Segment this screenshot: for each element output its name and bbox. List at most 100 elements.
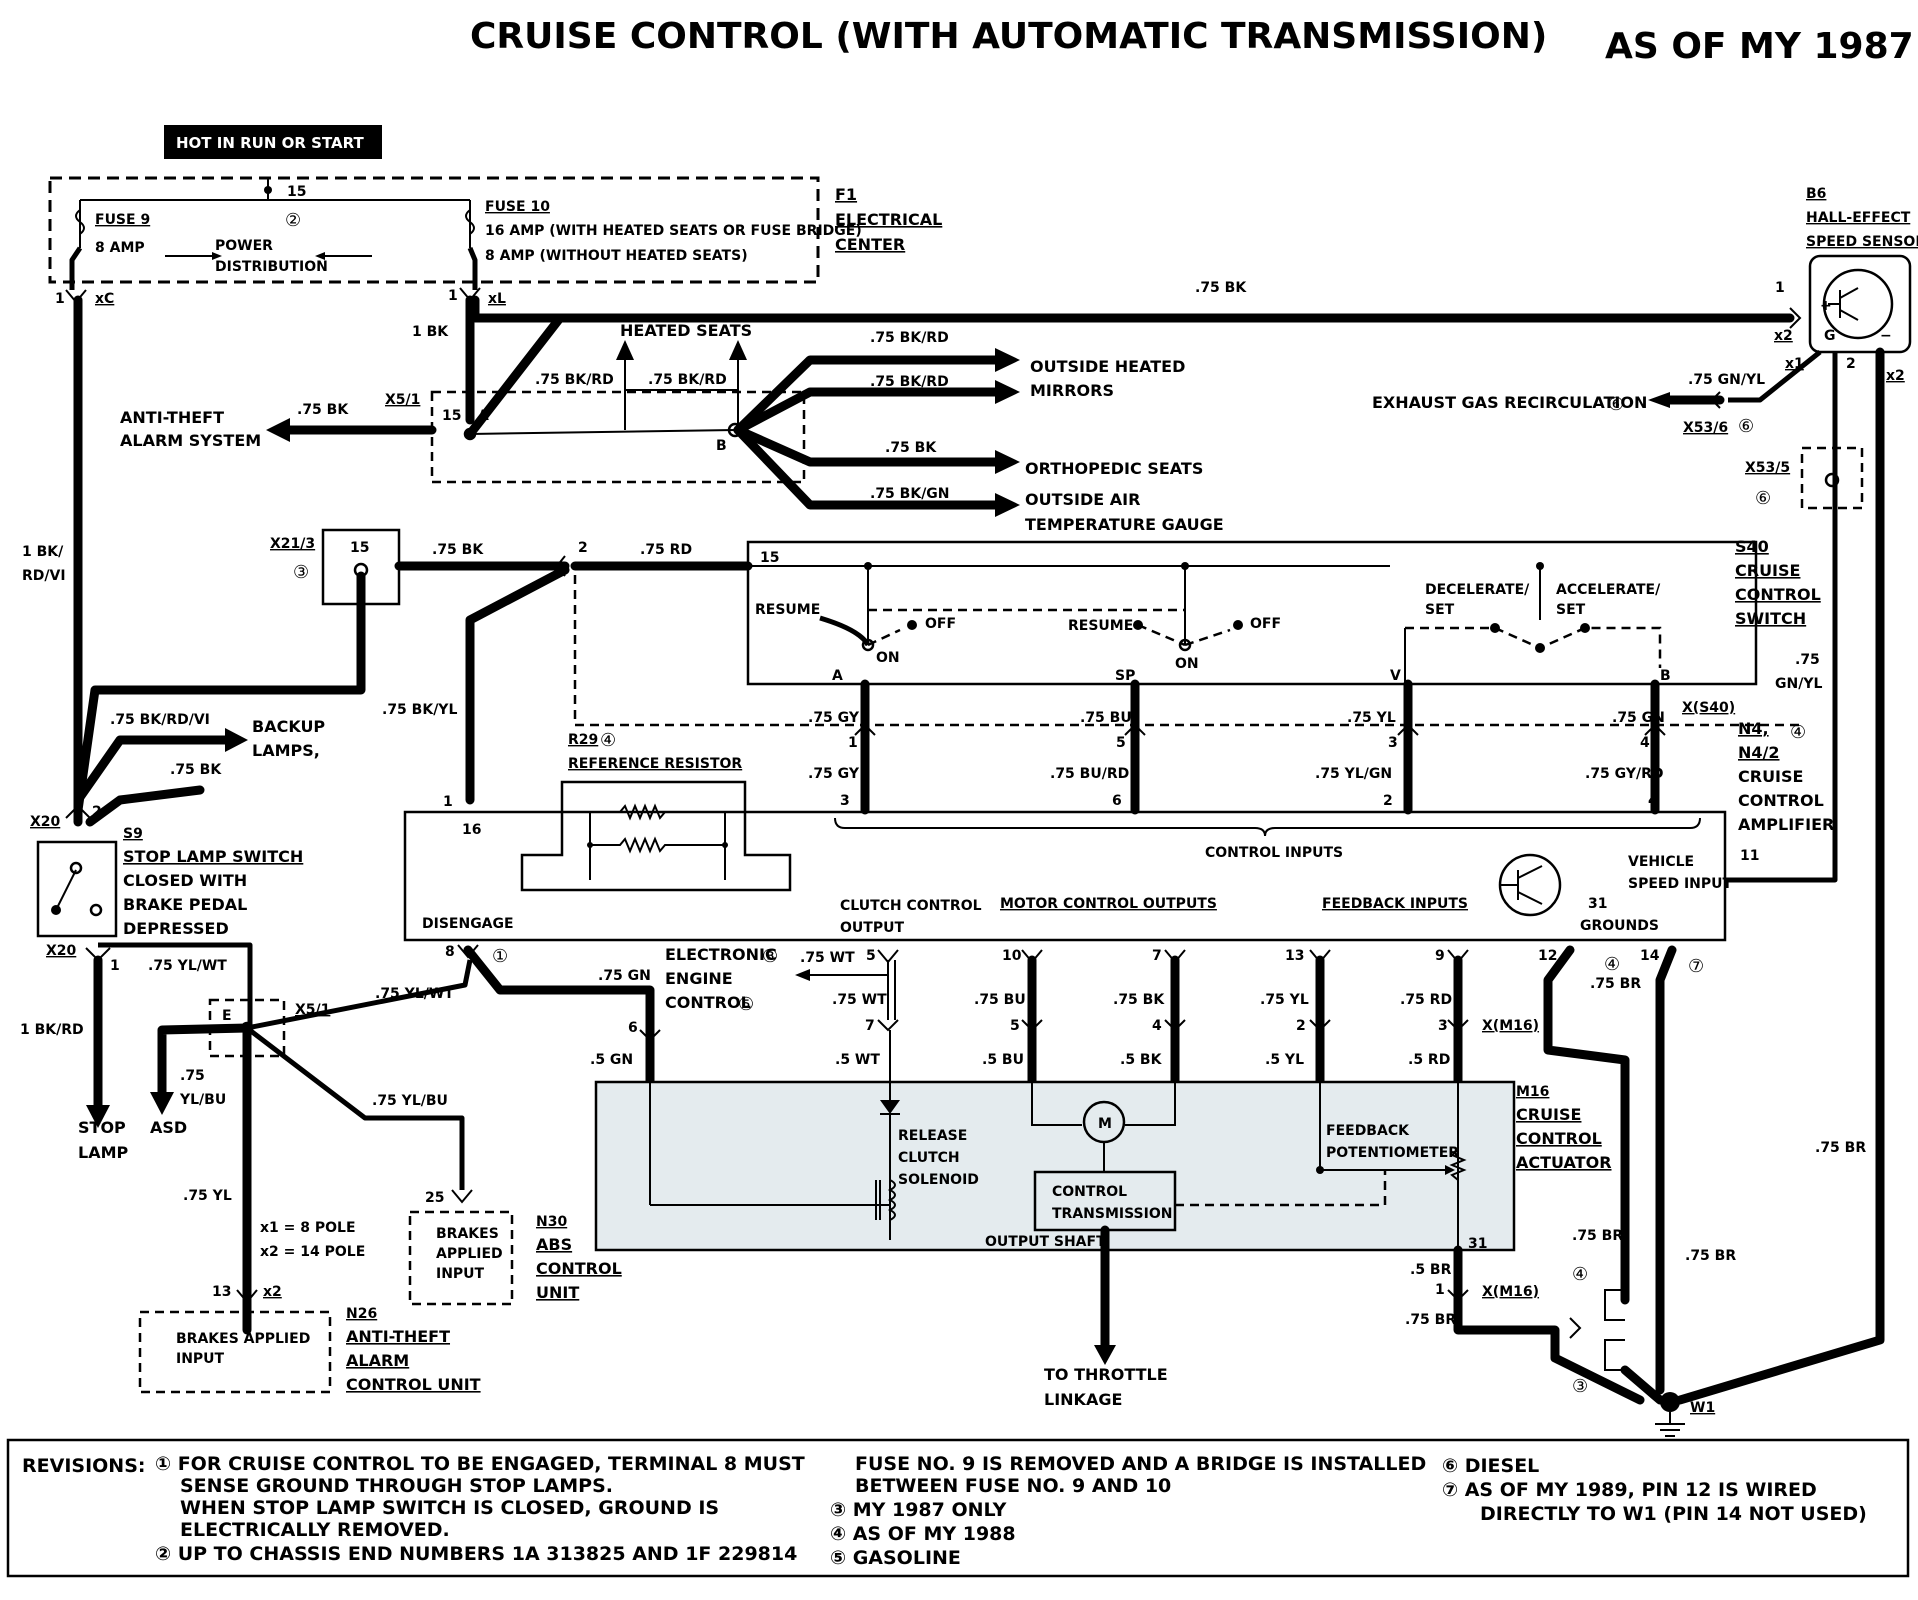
wire-yl-wt xyxy=(98,942,253,1025)
wire-speed-signal xyxy=(1748,352,1838,883)
svg-text:BRAKE PEDAL: BRAKE PEDAL xyxy=(123,895,247,914)
svg-text:BRAKES: BRAKES xyxy=(436,1226,499,1242)
svg-text:2: 2 xyxy=(1296,1018,1306,1034)
svg-text:ON: ON xyxy=(876,650,900,666)
svg-text:.75 GN/YL: .75 GN/YL xyxy=(1688,372,1765,388)
revisions-heading: REVISIONS: xyxy=(22,1455,145,1477)
svg-text:.75 BK/RD: .75 BK/RD xyxy=(535,372,614,388)
svg-text:⑦ AS OF MY 1989, PIN 12 IS WIR: ⑦ AS OF MY 1989, PIN 12 IS WIRED xyxy=(1442,1479,1817,1501)
svg-text:④: ④ xyxy=(1604,954,1620,975)
svg-text:12: 12 xyxy=(1538,948,1557,964)
fuse-9-label: FUSE 9 xyxy=(95,212,150,228)
solenoid-coil-icon xyxy=(887,1179,896,1221)
svg-text:FEEDBACK: FEEDBACK xyxy=(1326,1123,1410,1139)
svg-text:CLUTCH CONTROL: CLUTCH CONTROL xyxy=(840,898,982,914)
fuse-10-icon xyxy=(465,209,475,235)
svg-text:X20: X20 xyxy=(30,814,61,830)
svg-text:YL/BU: YL/BU xyxy=(179,1092,226,1108)
svg-text:.5 YL: .5 YL xyxy=(1265,1052,1304,1068)
svg-text:OFF: OFF xyxy=(1250,616,1281,632)
svg-text:x2: x2 xyxy=(263,1284,282,1300)
wire-bk-yl xyxy=(465,565,570,805)
svg-text:10: 10 xyxy=(1002,948,1022,964)
svg-text:⑤: ⑤ xyxy=(738,994,754,1015)
svg-text:MIRRORS: MIRRORS xyxy=(1030,381,1114,400)
svg-text:X53/6: X53/6 xyxy=(1683,420,1728,436)
svg-text:SPEED INPUT: SPEED INPUT xyxy=(1628,876,1733,892)
svg-text:SENSE GROUND THROUGH STOP LAMP: SENSE GROUND THROUGH STOP LAMPS. xyxy=(180,1475,613,1497)
svg-text:POWER: POWER xyxy=(215,238,273,254)
svg-text:ELECTRICALLY REMOVED.: ELECTRICALLY REMOVED. xyxy=(180,1519,450,1541)
hot-in-run-label: HOT IN RUN OR START xyxy=(176,134,365,152)
outside-heated-label: OUTSIDE HEATED xyxy=(1030,357,1185,376)
svg-text:6: 6 xyxy=(628,1020,638,1036)
f1-electrical-center-box xyxy=(48,176,820,284)
svg-text:RESUME: RESUME xyxy=(1068,618,1133,634)
svg-text:1: 1 xyxy=(448,288,458,304)
svg-text:POTENTIOMETER: POTENTIOMETER xyxy=(1326,1145,1459,1161)
svg-text:SET: SET xyxy=(1556,602,1586,618)
resume-contact-icon xyxy=(819,615,871,647)
svg-text:.75 WT: .75 WT xyxy=(800,950,855,966)
svg-text:X21/3: X21/3 xyxy=(270,536,315,552)
svg-text:.75 RD: .75 RD xyxy=(640,542,692,558)
wire-ground-12 xyxy=(1543,945,1630,1305)
svg-text:.5 BR: .5 BR xyxy=(1410,1262,1452,1278)
svg-text:BETWEEN FUSE NO. 9 AND 10: BETWEEN FUSE NO. 9 AND 10 xyxy=(855,1475,1171,1497)
svg-text:31: 31 xyxy=(1588,896,1607,912)
svg-text:1: 1 xyxy=(1775,280,1785,296)
svg-text:.75 YL: .75 YL xyxy=(1260,992,1309,1008)
n4-cruise-amplifier-box xyxy=(403,810,1727,942)
svg-text:.75 BK: .75 BK xyxy=(432,542,484,558)
svg-text:⑦: ⑦ xyxy=(1688,956,1704,977)
svg-text:CRUISE: CRUISE xyxy=(1516,1105,1581,1124)
svg-text:V: V xyxy=(1390,668,1401,684)
svg-text:TEMPERATURE GAUGE: TEMPERATURE GAUGE xyxy=(1025,515,1224,534)
svg-text:② UP TO CHASSIS END NUMBERS 1A: ② UP TO CHASSIS END NUMBERS 1A 313825 AN… xyxy=(155,1543,797,1565)
svg-text:11: 11 xyxy=(1740,848,1759,864)
switch-contact-icon xyxy=(55,869,77,911)
svg-text:.75 BK/RD/VI: .75 BK/RD/VI xyxy=(110,712,210,728)
control-inputs-brace xyxy=(834,817,1701,837)
svg-text:.75 BK/GN: .75 BK/GN xyxy=(870,486,950,502)
svg-text:.75 BR: .75 BR xyxy=(1405,1312,1456,1328)
svg-text:④: ④ xyxy=(600,730,616,751)
svg-text:3: 3 xyxy=(1438,1018,1448,1034)
svg-text:.75 BK/RD: .75 BK/RD xyxy=(870,374,949,390)
svg-text:.75 BK: .75 BK xyxy=(1195,280,1247,296)
svg-text:4: 4 xyxy=(1152,1018,1162,1034)
svg-text:⑤ GASOLINE: ⑤ GASOLINE xyxy=(830,1547,961,1569)
svg-text:.75 YL: .75 YL xyxy=(1347,710,1396,726)
svg-text:ACCELERATE/: ACCELERATE/ xyxy=(1556,582,1661,598)
svg-text:.5 BK: .5 BK xyxy=(1120,1052,1163,1068)
to-throttle-label: TO THROTTLE xyxy=(1044,1365,1168,1384)
fuse-9-icon xyxy=(75,209,85,235)
n26-id: N26 xyxy=(346,1306,377,1322)
wire-ortho-seats xyxy=(733,425,1000,467)
svg-text:1: 1 xyxy=(1435,1282,1445,1298)
svg-text:WHEN STOP LAMP SWITCH IS CLOSE: WHEN STOP LAMP SWITCH IS CLOSED, GROUND … xyxy=(180,1497,719,1519)
svg-text:INPUT: INPUT xyxy=(436,1266,485,1282)
svg-text:BRAKES APPLIED: BRAKES APPLIED xyxy=(176,1331,310,1347)
svg-text:1: 1 xyxy=(55,291,65,307)
svg-text:TRANSMISSION: TRANSMISSION xyxy=(1052,1206,1172,1222)
svg-text:8 AMP (WITHOUT HEATED SEATS): 8 AMP (WITHOUT HEATED SEATS) xyxy=(485,248,748,264)
svg-text:③ MY 1987 ONLY: ③ MY 1987 ONLY xyxy=(830,1499,1007,1521)
svg-text:B: B xyxy=(716,438,727,454)
svg-text:⑥: ⑥ xyxy=(1608,394,1624,415)
svg-text:X(M16): X(M16) xyxy=(1482,1018,1539,1034)
svg-text:.75 BK/RD: .75 BK/RD xyxy=(870,330,949,346)
b6-id: B6 xyxy=(1806,186,1826,202)
svg-text:1: 1 xyxy=(848,735,858,751)
svg-text:5: 5 xyxy=(1010,1018,1020,1034)
wire-heated-mirrors-2 xyxy=(733,387,1000,435)
s9-id: S9 xyxy=(123,826,143,842)
svg-text:.75 RD: .75 RD xyxy=(1400,992,1452,1008)
svg-text:.75 GN: .75 GN xyxy=(598,968,651,984)
dash-shield-line xyxy=(573,575,1800,727)
svg-text:15: 15 xyxy=(350,540,369,556)
svg-text:ACTUATOR: ACTUATOR xyxy=(1516,1153,1612,1172)
svg-text:④: ④ xyxy=(1572,1264,1588,1285)
svg-text:.5 BU: .5 BU xyxy=(982,1052,1024,1068)
reference-resistor-box xyxy=(520,780,792,892)
